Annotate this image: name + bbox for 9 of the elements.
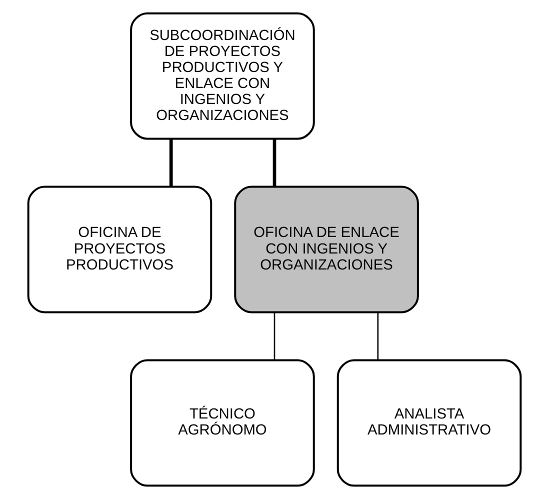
connector — [168, 139, 172, 187]
node-box: ANALISTA ADMINISTRATIVO — [336, 359, 522, 487]
connector — [376, 312, 378, 360]
node-box: OFICINA DE ENLACE CON INGENIOS Y ORGANIZACIONES — [234, 186, 418, 314]
node-box: SUBCOORDINACIÓN DE PROYECTOS PRODUCTIVOS Y ENLACE CON INGENIOS Y ORGANIZACIONES — [130, 12, 314, 140]
node-box: OFICINA DE PROYECTOS PRODUCTIVOS — [26, 186, 212, 314]
connector — [273, 312, 275, 360]
connector — [272, 139, 276, 187]
node-box: TÉCNICO AGRÓNOMO — [130, 359, 314, 487]
